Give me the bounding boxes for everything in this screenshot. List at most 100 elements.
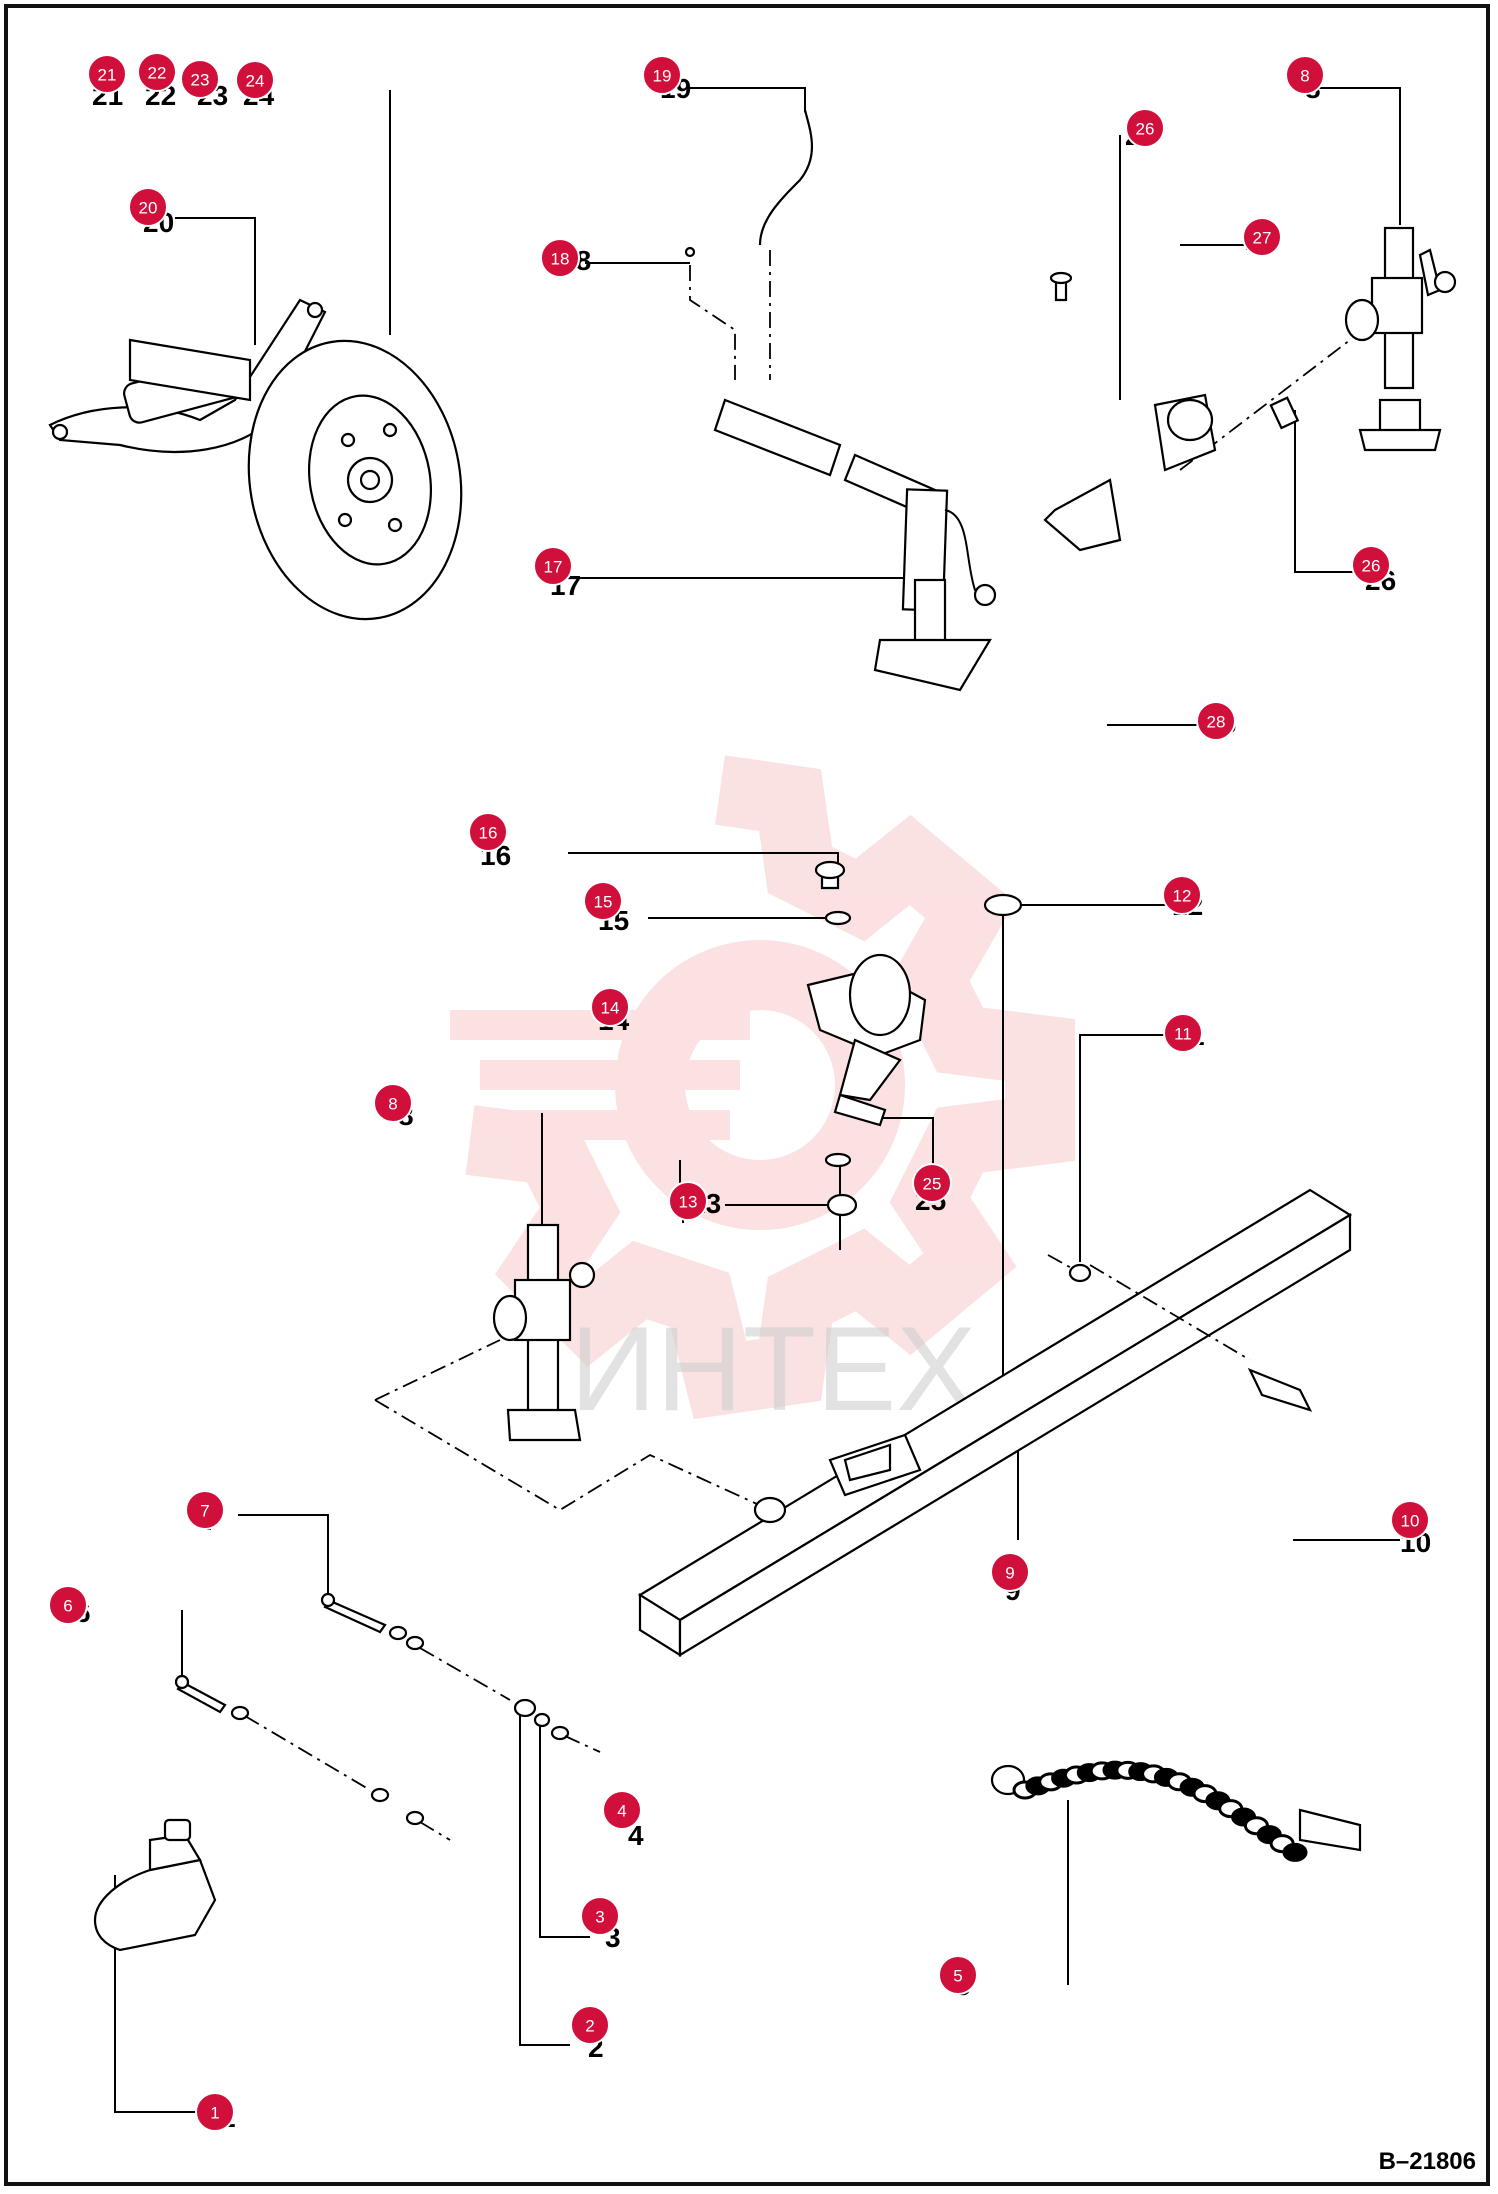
callout-5[interactable]: 5 bbox=[938, 1955, 978, 1995]
callout-bubble bbox=[1285, 55, 1325, 95]
callout-bubble bbox=[580, 1896, 620, 1936]
callout-7[interactable]: 7 bbox=[185, 1490, 225, 1530]
callout-label: 14 bbox=[601, 999, 620, 1018]
callout-label: 19 bbox=[653, 67, 672, 86]
callout-28[interactable]: 28 bbox=[1196, 701, 1236, 741]
callout-label: 27 bbox=[1253, 229, 1272, 248]
callout-label: 15 bbox=[594, 893, 613, 912]
leader-lines bbox=[114, 87, 1401, 2113]
callout-label: 2 bbox=[585, 2017, 594, 2036]
callout-6[interactable]: 6 bbox=[48, 1585, 88, 1625]
callout-12[interactable]: 12 bbox=[1162, 875, 1202, 915]
callout-bubble bbox=[1125, 108, 1165, 148]
callout-8b[interactable]: 8 bbox=[373, 1083, 413, 1123]
callout-label: 9 bbox=[1005, 1564, 1014, 1583]
callout-17[interactable]: 17 bbox=[533, 546, 573, 586]
callout-26a[interactable]: 26 bbox=[1125, 108, 1165, 148]
callout-bubble bbox=[137, 52, 177, 92]
callout-16[interactable]: 16 bbox=[468, 812, 508, 852]
callout-13[interactable]: 13 bbox=[668, 1181, 708, 1221]
callout-23[interactable]: 23 bbox=[180, 59, 220, 99]
callout-label: 17 bbox=[544, 558, 563, 577]
callout-bubble bbox=[48, 1585, 88, 1625]
callout-bubble bbox=[1162, 875, 1202, 915]
callout-bubble bbox=[1242, 217, 1282, 257]
callout-label: 26 bbox=[1362, 557, 1381, 576]
callout-26b[interactable]: 26 bbox=[1351, 545, 1391, 585]
callout-label: 11 bbox=[1174, 1025, 1192, 1044]
callout-4[interactable]: 4 bbox=[602, 1790, 642, 1830]
callout-9[interactable]: 9 bbox=[990, 1552, 1030, 1592]
callout-bubble bbox=[938, 1955, 978, 1995]
callout-label: 18 bbox=[551, 250, 570, 269]
callout-label: 16 bbox=[479, 824, 498, 843]
callout-label: 8 bbox=[1300, 67, 1309, 86]
swivel-jack-and-mount bbox=[1043, 226, 1457, 552]
callout-25[interactable]: 25 bbox=[912, 1163, 952, 1203]
callout-bubble bbox=[468, 812, 508, 852]
callout-label: 10 bbox=[1401, 1512, 1420, 1531]
callout-bubble bbox=[590, 987, 630, 1027]
callout-20[interactable]: 20 bbox=[128, 187, 168, 227]
callout-bubble bbox=[128, 187, 168, 227]
callout-1[interactable]: 1 bbox=[195, 2092, 235, 2132]
svg-text:4: 4 bbox=[628, 1820, 644, 1851]
callout-label: 20 bbox=[139, 199, 158, 218]
callout-label: 6 bbox=[63, 1597, 72, 1616]
callout-bubble bbox=[180, 59, 220, 99]
callout-label: 24 bbox=[246, 72, 265, 91]
callout-bubble bbox=[533, 546, 573, 586]
callout-bubble bbox=[1390, 1500, 1430, 1540]
callout-bubble bbox=[583, 881, 623, 921]
callout-label: 22 bbox=[148, 64, 167, 83]
callout-8a[interactable]: 8 bbox=[1285, 55, 1325, 95]
callout-18[interactable]: 18 bbox=[540, 238, 580, 278]
callout-bubble bbox=[642, 55, 682, 95]
callout-bubble bbox=[235, 60, 275, 100]
callout-bubble bbox=[1351, 545, 1391, 585]
callout-label: 5 bbox=[953, 1967, 962, 1986]
callout-27[interactable]: 27 bbox=[1242, 217, 1282, 257]
safety-chain bbox=[990, 1760, 1362, 1862]
chain-link bbox=[1282, 1842, 1308, 1862]
callout-bubble bbox=[570, 2005, 610, 2045]
callout-bubble bbox=[373, 1083, 413, 1123]
callout-24[interactable]: 24 bbox=[235, 60, 275, 100]
callout-10[interactable]: 10 bbox=[1390, 1500, 1430, 1540]
callout-label: 26 bbox=[1136, 120, 1155, 139]
callout-label: 4 bbox=[617, 1802, 626, 1821]
callout-15[interactable]: 15 bbox=[583, 881, 623, 921]
callout-label: 23 bbox=[191, 71, 210, 90]
callout-19[interactable]: 19 bbox=[642, 55, 682, 95]
callout-bubble bbox=[990, 1552, 1030, 1592]
callout-22[interactable]: 22 bbox=[137, 52, 177, 92]
callout-bubble bbox=[195, 2092, 235, 2132]
trailer-tongue bbox=[374, 1188, 1353, 1657]
callout-label: 28 bbox=[1207, 713, 1226, 732]
callout-label: 8 bbox=[388, 1095, 397, 1114]
callout-bubble bbox=[540, 238, 580, 278]
callout-label: 13 bbox=[679, 1193, 698, 1212]
callout-label: 12 bbox=[1173, 887, 1192, 906]
wheel-axle-assembly bbox=[48, 298, 463, 621]
callout-2[interactable]: 2 bbox=[570, 2005, 610, 2045]
callout-bubble bbox=[185, 1490, 225, 1530]
callout-bubble bbox=[602, 1790, 642, 1830]
callout-bubble bbox=[1163, 1013, 1203, 1053]
callout-21[interactable]: 21 bbox=[87, 54, 127, 94]
callout-label: 7 bbox=[200, 1502, 209, 1521]
callout-3[interactable]: 3 bbox=[580, 1896, 620, 1936]
winch-assembly bbox=[806, 860, 1023, 1217]
callout-bubble bbox=[912, 1163, 952, 1203]
callout-14[interactable]: 14 bbox=[590, 987, 630, 1027]
callout-label: 1 bbox=[210, 2104, 219, 2123]
front-swivel-jack bbox=[492, 1223, 596, 1442]
callout-bubble bbox=[668, 1181, 708, 1221]
callout-11[interactable]: 11 bbox=[1163, 1013, 1203, 1053]
figure-label: B–21806 bbox=[1378, 2148, 1476, 2175]
watermark-gear-icon bbox=[450, 755, 1075, 1420]
callout-label: 3 bbox=[595, 1908, 604, 1927]
callout-label: 25 bbox=[923, 1175, 942, 1194]
